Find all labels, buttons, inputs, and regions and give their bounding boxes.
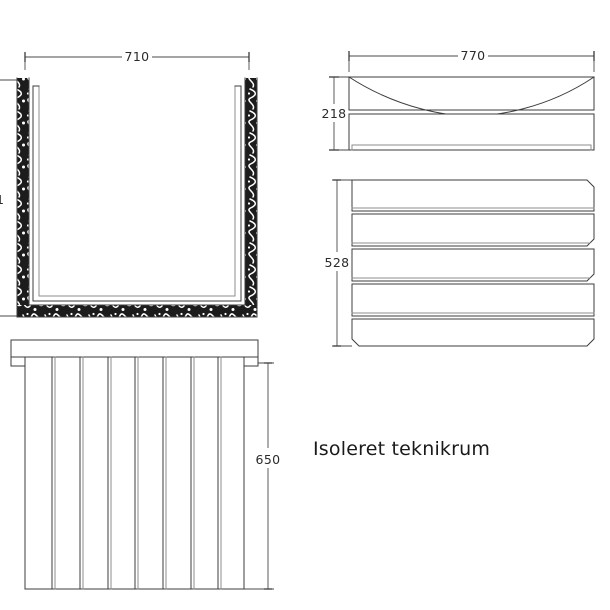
view-side-elevation: 650 <box>10 339 280 590</box>
insulation-left-wall <box>17 78 29 317</box>
dimension-218: 218 <box>321 76 352 151</box>
slat-4 <box>351 283 595 317</box>
dimension-650-label: 650 <box>255 452 280 467</box>
view-top-profile: 770 218 <box>321 48 595 151</box>
base-box <box>348 113 595 151</box>
dimension-770: 770 <box>348 48 595 72</box>
dimension-770-label: 770 <box>460 48 485 63</box>
slat-3 <box>351 248 595 282</box>
drawing-title: Isoleret teknikrum <box>313 438 490 460</box>
boarded-panel <box>24 356 245 590</box>
inner-lining <box>32 85 242 302</box>
dimension-528: 528 <box>324 179 352 347</box>
view-section-front: 710 31 <box>0 49 258 318</box>
slat-2 <box>351 213 595 247</box>
dimension-218-label: 218 <box>321 106 346 121</box>
curved-top-board <box>348 76 595 117</box>
top-cap-rail <box>10 339 259 358</box>
view-slat-elevation: 528 <box>324 179 595 347</box>
dimension-710: 710 <box>24 49 250 70</box>
dimension-31-label: 31 <box>0 192 4 207</box>
slat-5 <box>351 318 595 347</box>
insulation-envelope <box>16 77 258 318</box>
insulation-floor <box>17 305 257 317</box>
slat-1 <box>351 179 595 212</box>
dimension-710-label: 710 <box>124 49 149 64</box>
insulation-right-wall <box>245 78 257 317</box>
dimension-528-label: 528 <box>324 255 349 270</box>
dimension-31: 31 <box>0 79 18 317</box>
dimension-650: 650 <box>240 362 280 590</box>
board-joints <box>51 356 222 590</box>
